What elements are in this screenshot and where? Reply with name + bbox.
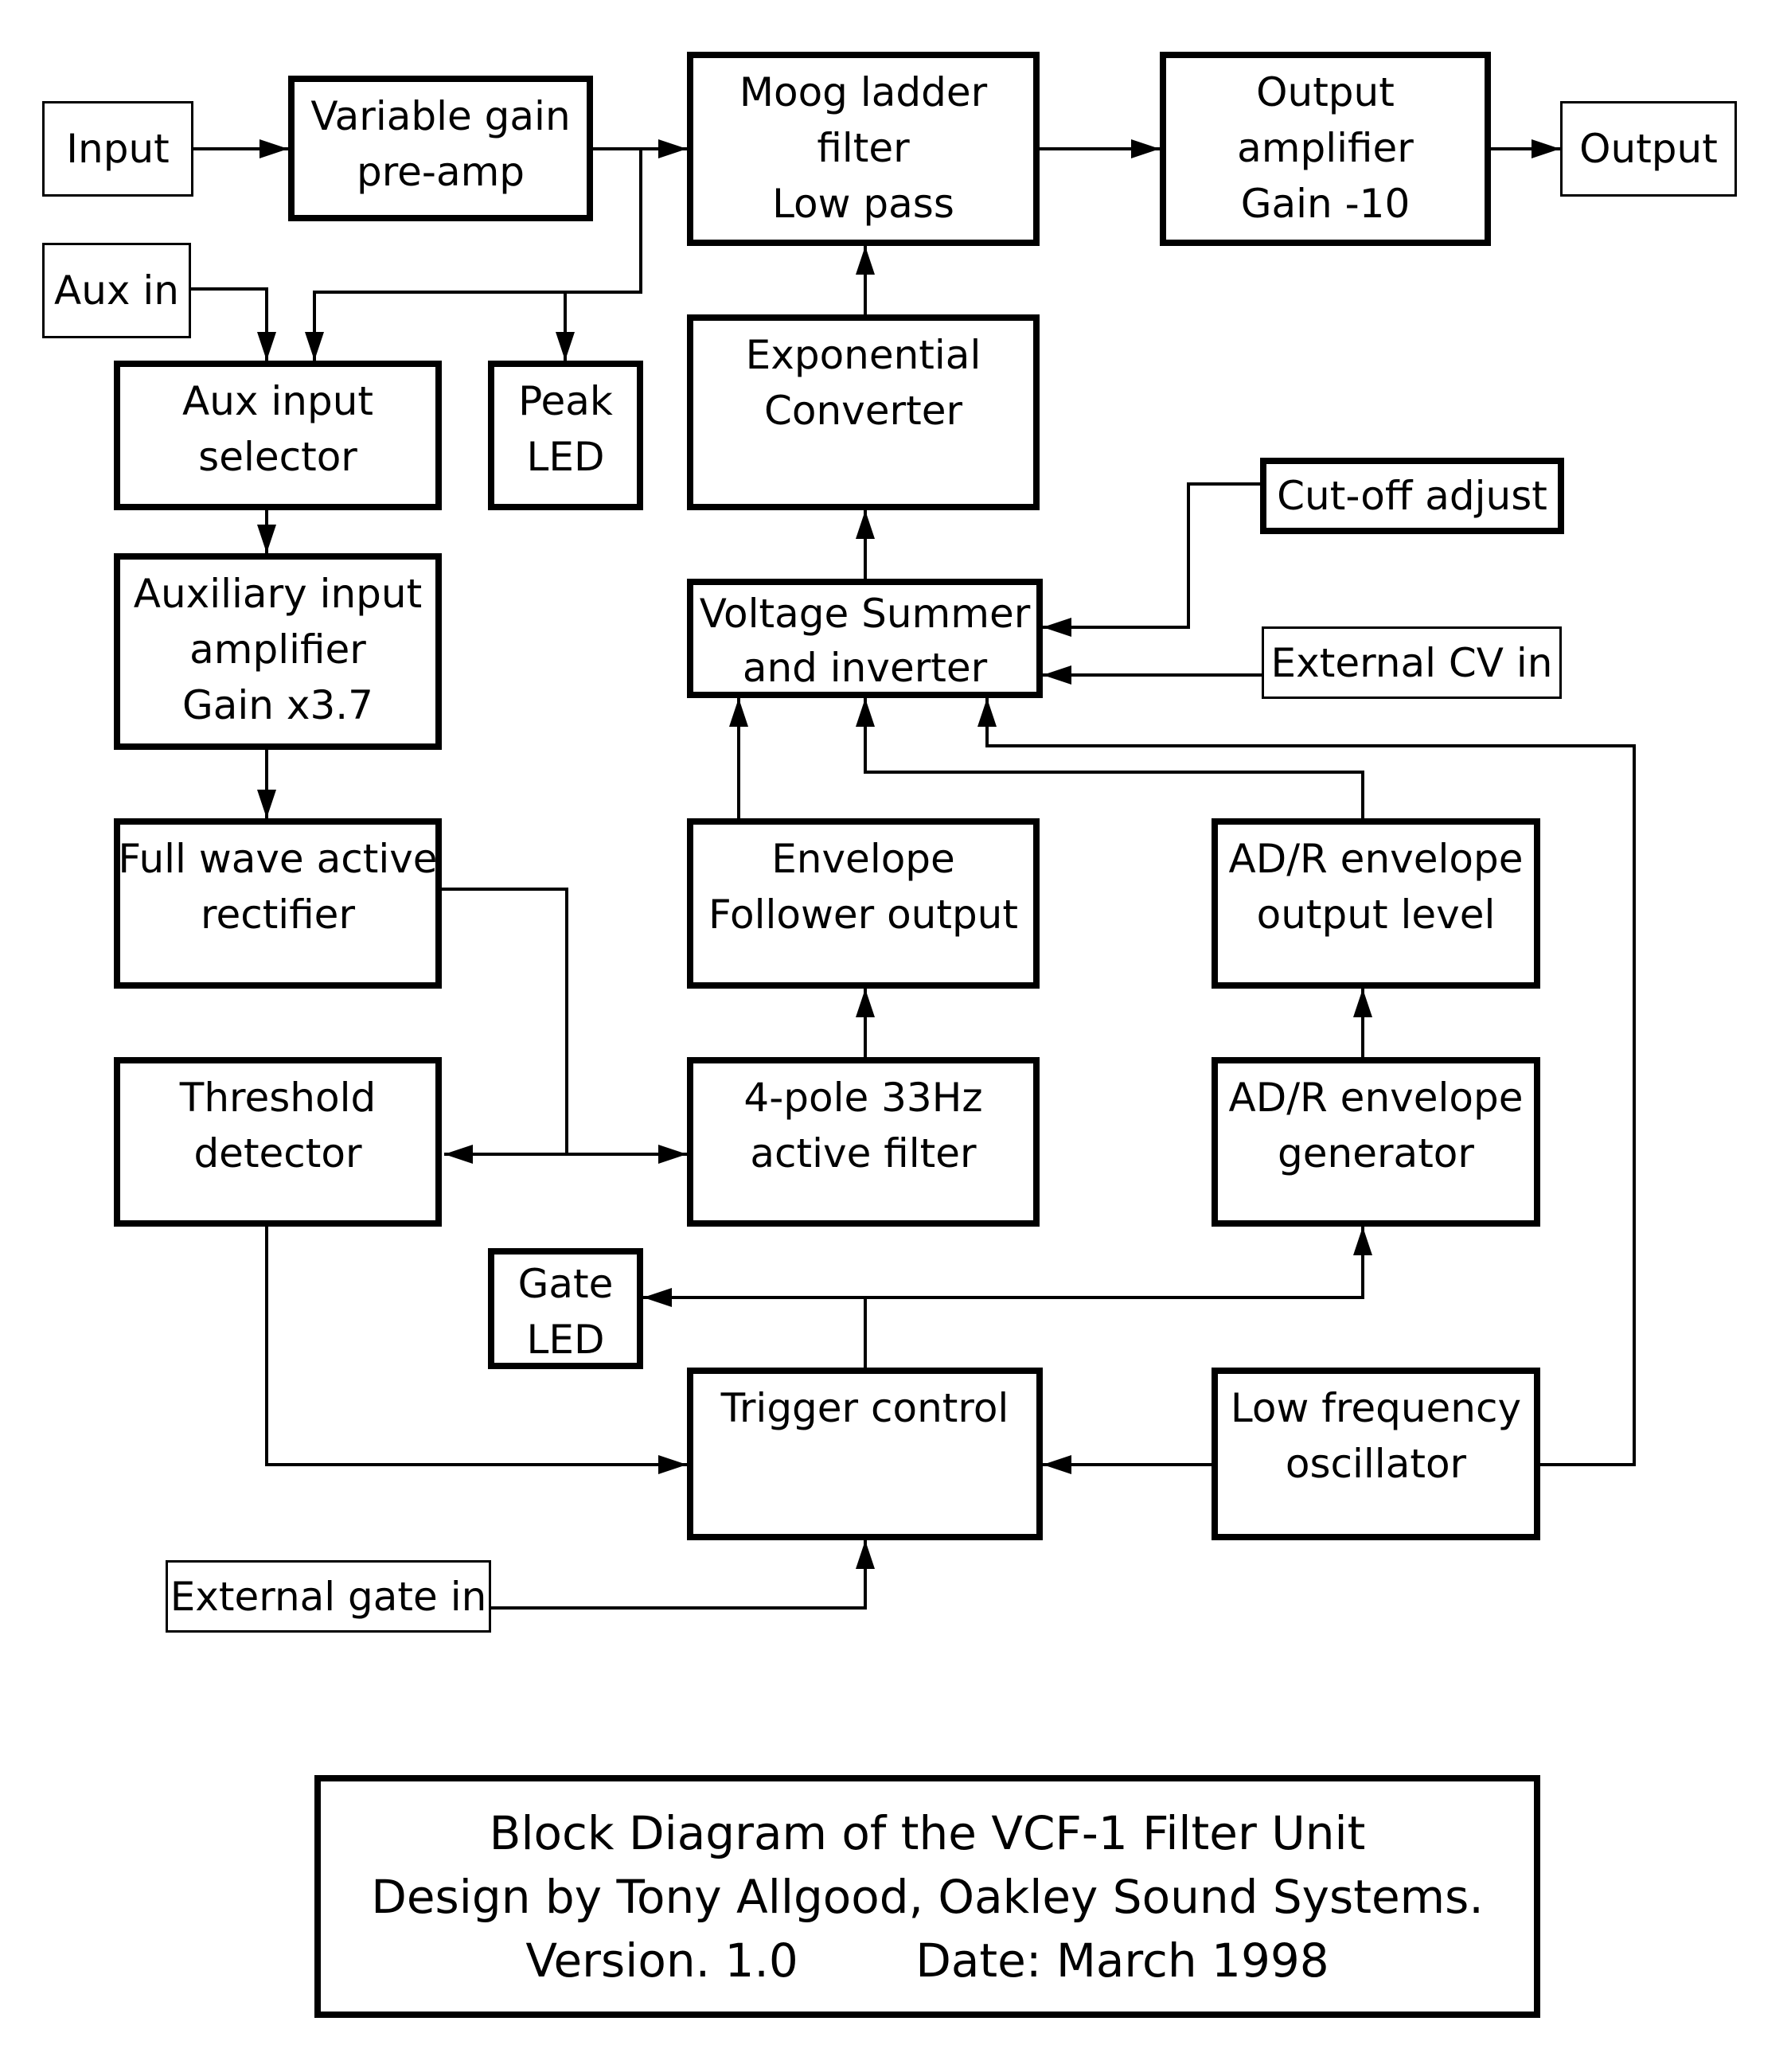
block-label: amplifier bbox=[1237, 125, 1414, 171]
wire-auxin-to-selector bbox=[191, 287, 276, 361]
block-label: and inverter bbox=[742, 645, 988, 691]
variable-gain-preamp-block: Variable gain pre-amp bbox=[288, 76, 593, 221]
output-amplifier-block: Output amplifier Gain -10 bbox=[1160, 52, 1491, 246]
wire-to-adrgen bbox=[865, 1227, 1372, 1299]
wire-threshold-to-trigger bbox=[265, 1227, 687, 1474]
block-label: Input bbox=[66, 126, 170, 172]
block-label: amplifier bbox=[189, 626, 366, 673]
block-label: LED bbox=[526, 1317, 605, 1363]
block-label: Aux in bbox=[54, 267, 179, 314]
block-label: Low pass bbox=[772, 181, 954, 227]
diagram-title: Block Diagram of the VCF-1 Filter Unit bbox=[489, 1805, 1366, 1860]
block-label: Cut-off adjust bbox=[1277, 473, 1547, 519]
block-label: Gain x3.7 bbox=[182, 682, 373, 728]
block-label: LED bbox=[526, 434, 605, 480]
full-wave-rectifier-block: Full wave active rectifier bbox=[114, 818, 442, 989]
external-gate-in-block: External gate in bbox=[166, 1560, 491, 1633]
envelope-follower-block: Envelope Follower output bbox=[687, 818, 1040, 989]
block-label: AD/R envelope bbox=[1228, 1075, 1524, 1121]
block-label: detector bbox=[193, 1130, 362, 1176]
wire-cutoff-to-summer bbox=[1043, 482, 1260, 637]
moog-ladder-filter-block: Moog ladder filter Low pass bbox=[687, 52, 1040, 246]
adr-envelope-output-level-block: AD/R envelope output level bbox=[1212, 818, 1540, 989]
block-label: output level bbox=[1256, 892, 1496, 938]
aux-in-block: Aux in bbox=[42, 243, 191, 338]
block-label: Voltage Summer bbox=[699, 591, 1031, 637]
wire-lfo-to-summer bbox=[977, 698, 1636, 1466]
voltage-summer-inverter-block: Voltage Summer and inverter bbox=[687, 579, 1043, 698]
active-filter-block: 4-pole 33Hz active filter bbox=[687, 1057, 1040, 1227]
block-label: Envelope bbox=[771, 836, 955, 882]
auxiliary-input-amplifier-block: Auxiliary input amplifier Gain x3.7 bbox=[114, 553, 442, 750]
wire-rectifier-branch bbox=[440, 888, 568, 1154]
block-label: pre-amp bbox=[356, 149, 525, 195]
block-label: Aux input bbox=[182, 378, 373, 424]
diagram-designer: Design by Tony Allgood, Oakley Sound Sys… bbox=[371, 1869, 1484, 1924]
low-frequency-oscillator-block: Low frequency oscillator bbox=[1212, 1368, 1540, 1540]
trigger-control-block: Trigger control bbox=[687, 1368, 1043, 1540]
block-label: Follower output bbox=[708, 892, 1018, 938]
block-label: External gate in bbox=[170, 1573, 487, 1620]
block-label: Auxiliary input bbox=[133, 571, 423, 617]
block-label: Full wave active bbox=[118, 836, 438, 882]
block-label: generator bbox=[1278, 1130, 1474, 1176]
block-label: active filter bbox=[750, 1130, 977, 1176]
aux-input-selector-block: Aux input selector bbox=[114, 361, 442, 510]
block-label: Peak bbox=[518, 378, 613, 424]
cut-off-adjust-block: Cut-off adjust bbox=[1260, 458, 1564, 534]
block-label: Low frequency bbox=[1230, 1385, 1522, 1431]
wire-extgate-to-trigger bbox=[491, 1540, 875, 1610]
block-label: External CV in bbox=[1270, 639, 1553, 686]
input-block: Input bbox=[42, 101, 193, 197]
output-block: Output bbox=[1560, 101, 1737, 197]
block-label: Gain -10 bbox=[1240, 181, 1411, 227]
block-label: rectifier bbox=[200, 892, 356, 938]
block-label: Moog ladder bbox=[739, 69, 988, 115]
block-label: Threshold bbox=[179, 1075, 377, 1121]
block-label: 4-pole 33Hz bbox=[743, 1075, 983, 1121]
block-label: Variable gain bbox=[310, 93, 571, 139]
threshold-detector-block: Threshold detector bbox=[114, 1057, 442, 1227]
block-label: Converter bbox=[763, 388, 963, 434]
block-label: selector bbox=[198, 434, 357, 480]
block-label: filter bbox=[817, 125, 910, 171]
wire-preamp-branch bbox=[305, 149, 642, 361]
diagram-version-date: Version. 1.0 Date: March 1998 bbox=[525, 1933, 1329, 1988]
wire-adrlevel-to-summer bbox=[856, 698, 1364, 818]
block-label: Output bbox=[1256, 69, 1395, 115]
diagram-title-block: Block Diagram of the VCF-1 Filter Unit D… bbox=[314, 1775, 1540, 2018]
external-cv-in-block: External CV in bbox=[1262, 626, 1562, 699]
exponential-converter-block: Exponential Converter bbox=[687, 314, 1040, 510]
peak-led-block: Peak LED bbox=[488, 361, 643, 510]
block-label: Trigger control bbox=[720, 1385, 1009, 1431]
block-label: Exponential bbox=[745, 332, 981, 378]
block-label: Gate bbox=[517, 1261, 614, 1307]
block-label: AD/R envelope bbox=[1228, 836, 1524, 882]
adr-envelope-generator-block: AD/R envelope generator bbox=[1212, 1057, 1540, 1227]
block-label: oscillator bbox=[1285, 1441, 1467, 1487]
gate-led-block: Gate LED bbox=[488, 1248, 643, 1369]
block-label: Output bbox=[1579, 126, 1718, 172]
